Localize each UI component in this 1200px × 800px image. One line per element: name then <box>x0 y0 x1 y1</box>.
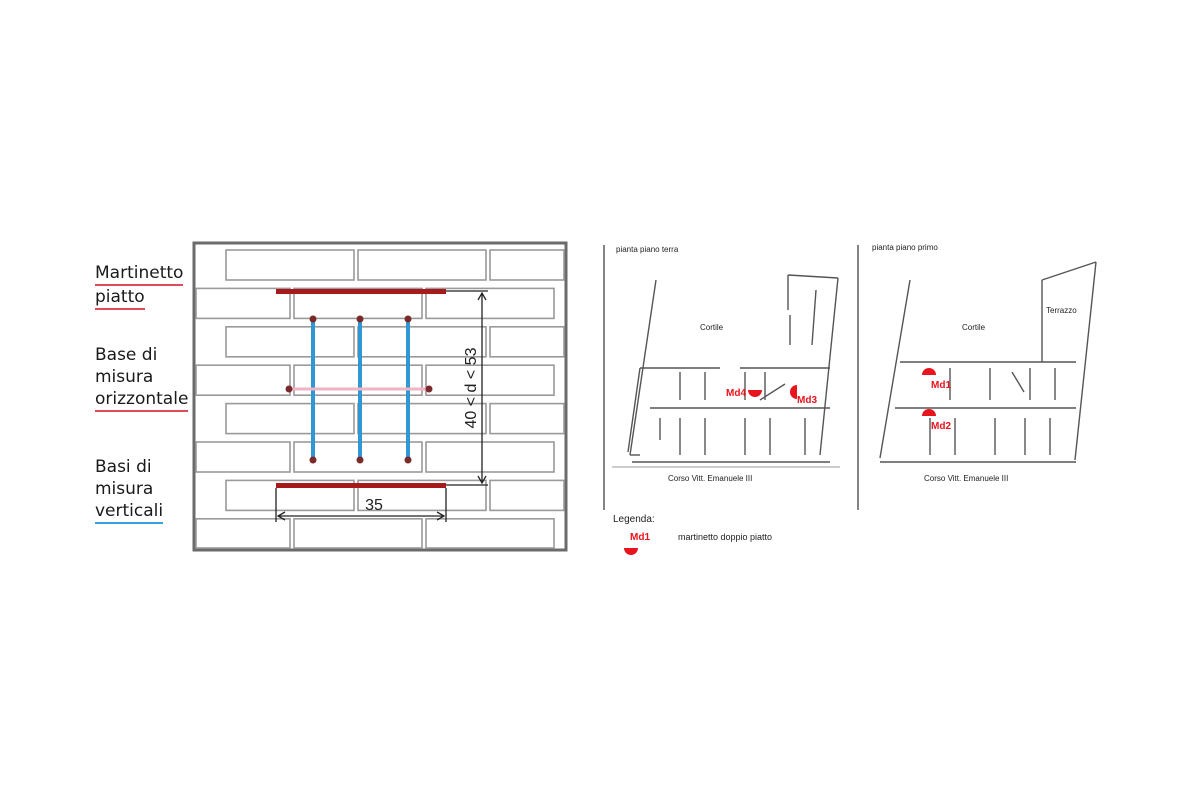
brick <box>195 287 291 320</box>
legend-marker-label: Md1 <box>630 532 650 543</box>
flat-jack-top <box>276 289 446 294</box>
label-basi-verticali: Basi di misura verticali <box>95 456 164 524</box>
marker-md4-icon <box>748 390 762 397</box>
pin <box>356 315 364 323</box>
plan-first-floor: pianta piano primo Cortile Terrazzo Cors… <box>857 243 1097 510</box>
legend-text: martinetto doppio piatto <box>678 532 772 542</box>
legend-title: Legenda: <box>613 514 655 525</box>
brick <box>425 287 555 320</box>
marker-md3-label: Md3 <box>797 395 817 406</box>
brick <box>489 479 565 512</box>
marker-md2-icon <box>922 409 936 416</box>
marker-md3-icon <box>790 385 797 399</box>
brick <box>425 517 555 549</box>
brick <box>425 364 555 397</box>
pin <box>425 385 433 393</box>
brick-pattern <box>195 249 565 549</box>
marker-md2-label: Md2 <box>931 421 951 432</box>
plan-ground-title: pianta piano terra <box>616 245 679 254</box>
plan-first-street: Corso Vitt. Emanuele III <box>924 474 1008 483</box>
brick <box>225 402 355 435</box>
pin <box>309 315 317 323</box>
height-dimension <box>446 290 488 486</box>
marker-md1-icon <box>922 368 936 375</box>
brick <box>225 479 355 512</box>
brick <box>225 325 355 358</box>
brick <box>195 364 291 397</box>
plan-first-courtyard: Cortile <box>962 323 986 332</box>
pin <box>309 456 317 464</box>
plan-ground-street: Corso Vitt. Emanuele III <box>668 474 752 483</box>
plan-first-terrace: Terrazzo <box>1046 306 1077 315</box>
marker-md4-label: Md4 <box>726 388 746 399</box>
pin <box>356 456 364 464</box>
plan-first-title: pianta piano primo <box>872 243 938 252</box>
brick <box>195 517 291 549</box>
brick <box>489 402 565 435</box>
pin <box>404 315 412 323</box>
marker-md1-label: Md1 <box>931 380 951 391</box>
flat-jack-bottom <box>276 483 446 488</box>
label-martinetto-piatto: Martinetto piatto <box>95 262 184 310</box>
brick <box>357 479 487 512</box>
brick <box>425 441 555 473</box>
brick <box>195 441 291 473</box>
pin <box>285 385 293 393</box>
brick <box>225 249 355 281</box>
width-dimension <box>275 488 447 522</box>
wall-frame <box>192 241 568 552</box>
measurement-pins <box>285 315 433 464</box>
brick <box>293 517 423 549</box>
legend: Legenda: Md1 martinetto doppio piatto <box>613 514 772 555</box>
width-dimension-label: 35 <box>365 497 383 514</box>
pin <box>404 456 412 464</box>
brick <box>489 249 565 281</box>
plan-ground-floor: pianta piano terra C <box>603 245 840 510</box>
legend-marker-icon <box>624 548 638 555</box>
plan-ground-courtyard: Cortile <box>700 323 724 332</box>
label-base-orizzontale: Base di misura orizzontale <box>95 344 189 412</box>
brick <box>489 325 565 358</box>
brick <box>357 249 487 281</box>
height-dimension-label: 40 < d < 53 <box>463 347 480 428</box>
